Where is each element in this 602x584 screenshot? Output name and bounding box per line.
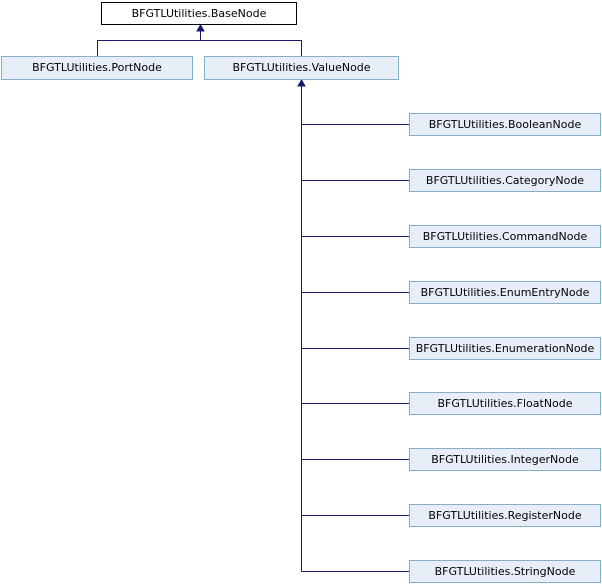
node-commandnode[interactable]: BFGTLUtilities.CommandNode [409, 225, 601, 248]
node-enumentrynode[interactable]: BFGTLUtilities.EnumEntryNode [409, 281, 601, 304]
node-basenode: BFGTLUtilities.BaseNode [101, 2, 297, 25]
node-enumerationnode[interactable]: BFGTLUtilities.EnumerationNode [409, 337, 601, 360]
node-booleannode[interactable]: BFGTLUtilities.BooleanNode [409, 113, 601, 136]
node-portnode[interactable]: BFGTLUtilities.PortNode [1, 56, 193, 80]
node-registernode[interactable]: BFGTLUtilities.RegisterNode [409, 504, 601, 527]
node-stringnode[interactable]: BFGTLUtilities.StringNode [409, 560, 601, 583]
arrowhead-basenode [196, 24, 205, 32]
node-floatnode[interactable]: BFGTLUtilities.FloatNode [409, 392, 601, 415]
node-categorynode[interactable]: BFGTLUtilities.CategoryNode [409, 169, 601, 192]
edge-portnode-to-basenode [97, 40, 302, 56]
arrowhead-valuenode [297, 79, 306, 87]
node-valuenode[interactable]: BFGTLUtilities.ValueNode [204, 56, 399, 80]
node-integernode[interactable]: BFGTLUtilities.IntegerNode [409, 448, 601, 471]
